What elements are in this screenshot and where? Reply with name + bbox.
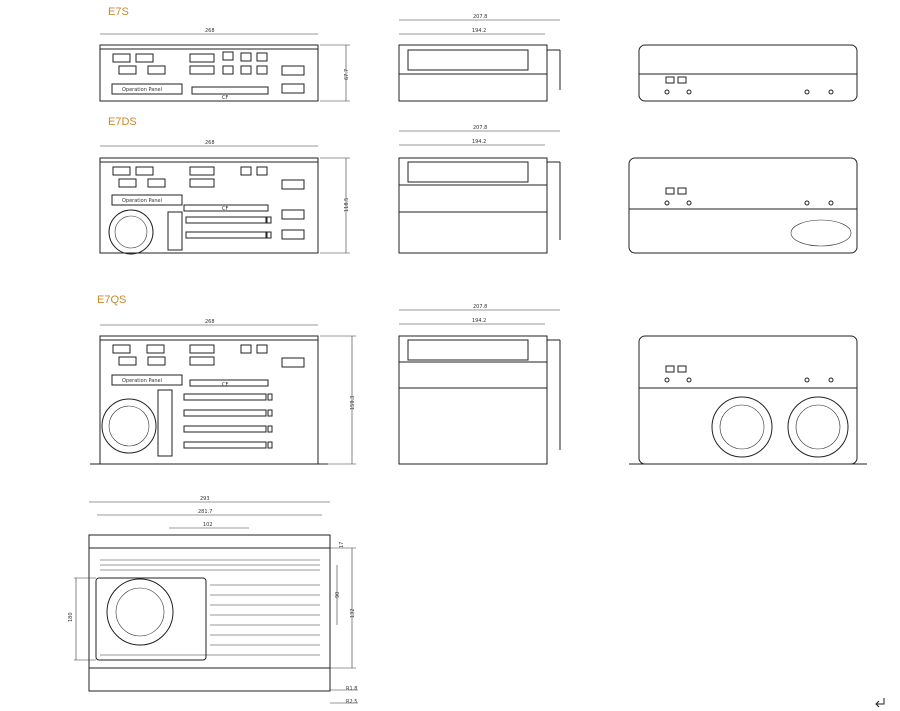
e7qs-rear-view	[629, 335, 867, 465]
dim-bottom-17: 17	[339, 542, 345, 548]
dim-e7s-depth: 207.8	[473, 14, 487, 20]
e7s-side-view: 207.8 194.2	[398, 14, 561, 102]
e7ds-side-view: 207.8 194.2	[398, 125, 561, 254]
e7qs-side-view: 207.8 194.2	[398, 304, 561, 465]
dim-e7s-front-width: 268	[205, 28, 215, 34]
dim-bottom-132: 132	[350, 608, 356, 618]
e7qs-front-view: 268 Operation Panel CF 159.3	[90, 319, 356, 465]
dim-hole-r25: R2.5	[346, 699, 357, 705]
dim-e7ds-depth: 207.8	[473, 125, 487, 131]
dim-e7qs-depth: 207.8	[473, 304, 487, 310]
dim-bottom-293: 293	[200, 496, 210, 502]
dim-e7qs-height: 159.3	[350, 396, 356, 410]
dim-bottom-180: 180	[68, 612, 74, 622]
dim-bottom-281: 281.7	[198, 509, 212, 515]
serial-ports	[112, 51, 305, 76]
e7ds-front-view: 268 Operation Panel CF 118.5	[99, 140, 350, 255]
e7s-front-view: 268 Operation Panel CF 67.7	[99, 28, 350, 102]
dim-e7ds-depth-inner: 194.2	[472, 139, 486, 145]
cf-label-e7qs: CF	[222, 382, 228, 388]
dim-e7ds-height: 118.5	[344, 198, 350, 212]
dim-e7s-height: 67.7	[344, 69, 350, 80]
panel-label-e7ds: Operation Panel	[122, 198, 162, 204]
panel-label-e7qs: Operation Panel	[122, 378, 162, 384]
model-label-e7qs: E7QS	[97, 294, 127, 306]
model-label-e7s: E7S	[108, 6, 129, 18]
panel-label-e7s: Operation Panel	[122, 87, 162, 93]
e7s-rear-view	[638, 44, 858, 102]
model-label-e7ds: E7DS	[108, 116, 137, 128]
dim-bottom-102: 102	[203, 522, 213, 528]
dim-e7s-depth-inner: 194.2	[472, 28, 486, 34]
bottom-view: 293 281.7 102 180 132 90 17 R	[68, 496, 358, 705]
e7ds-rear-view	[628, 157, 858, 254]
cf-label-e7ds: CF	[222, 206, 228, 212]
return-icon	[875, 698, 885, 708]
dim-e7ds-front-width: 268	[205, 140, 215, 146]
dim-bottom-90: 90	[335, 592, 341, 598]
dim-e7qs-front-width: 268	[205, 319, 215, 325]
dim-hole-r18: R1.8	[346, 686, 357, 692]
cf-label-e7s: CF	[222, 95, 228, 101]
dim-e7qs-depth-inner: 194.2	[472, 318, 486, 324]
